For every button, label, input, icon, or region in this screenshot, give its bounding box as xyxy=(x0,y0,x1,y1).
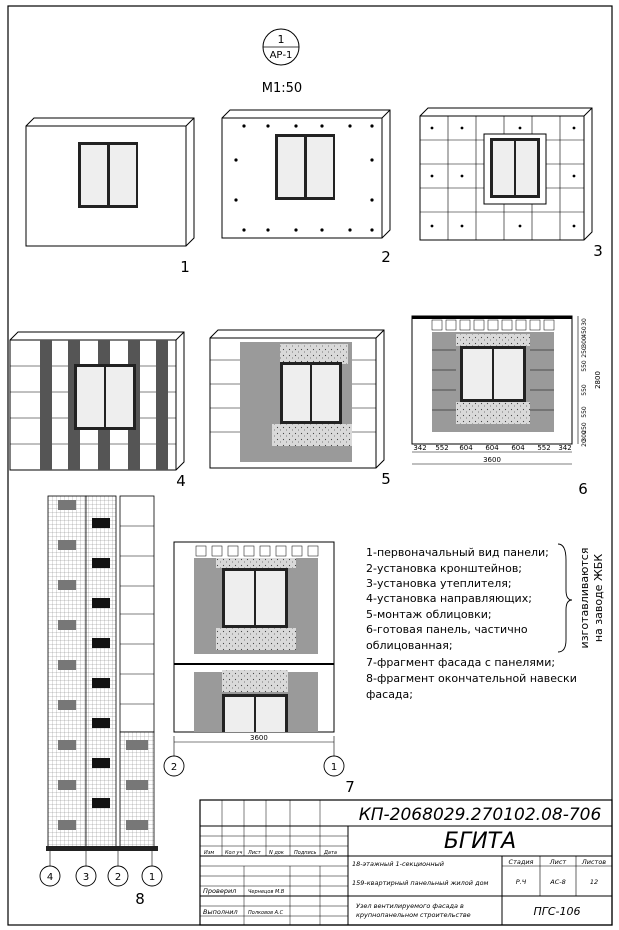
panel-1: 1 xyxy=(25,117,195,276)
stamp-sheets: 12 xyxy=(590,878,598,886)
marker-num: 1 xyxy=(278,33,285,46)
axis7-right: 1 xyxy=(331,762,337,773)
step-4-label: 4 xyxy=(176,472,186,490)
stamp-done-label: Выполнил xyxy=(203,908,238,916)
stamp-sheet-h: Лист xyxy=(549,858,567,866)
dim6-r-0: 30 xyxy=(581,318,588,326)
dim6-b-1: 552 xyxy=(435,444,448,452)
axis8-0: 4 xyxy=(47,872,53,883)
dim6-b-6: 342 xyxy=(558,444,571,452)
stamp-h-2: Лист xyxy=(247,850,262,856)
section-marker: 1 АР-1 М1:50 xyxy=(262,28,302,96)
step-5-label: 5 xyxy=(381,470,391,488)
title-block-text: КП-2068029.270102.08-706 БГИТА Изм Кол у… xyxy=(203,805,606,919)
stamp-title-1: Узел вентилируемого фасада в xyxy=(356,902,464,910)
legend-item-2: 3-установка утеплителя; xyxy=(366,577,512,590)
step-3-label: 3 xyxy=(593,242,603,260)
stamp-project-1: 18-этажный 1-секционный xyxy=(352,860,444,868)
dim6-b-2: 604 xyxy=(459,444,473,452)
dim6-r-7: 250 xyxy=(581,422,588,434)
axis8-2: 2 xyxy=(115,872,121,883)
dim6-b-0: 342 xyxy=(413,444,426,452)
stamp-project-2: 159-квартирный панельный жилой дом xyxy=(352,879,489,887)
step-7-label: 7 xyxy=(345,778,355,796)
legend-item-3: 4-установка направляющих; xyxy=(366,592,532,605)
marker-ref: АР-1 xyxy=(270,50,293,61)
stamp-group: ПГС-106 xyxy=(533,905,580,918)
fragment-7: 3600 2 1 7 xyxy=(163,541,355,796)
legend-item-7: 7-фрагмент фасада с панелями; xyxy=(366,656,555,669)
step-6-label: 6 xyxy=(578,480,588,498)
dim6-b-5: 552 xyxy=(537,444,550,452)
stamp-stage-h: Стадия xyxy=(509,858,534,866)
dim6-r-8: 300 xyxy=(581,430,588,442)
dim6-r-1: 450 xyxy=(581,326,588,338)
legend-item-1: 2-установка кронштейнов; xyxy=(366,562,522,575)
panel-2: 2 xyxy=(221,109,391,266)
stamp-checked-label: Проверил xyxy=(203,887,236,895)
legend-item-0: 1-первоначальный вид панели; xyxy=(366,546,549,559)
title-block xyxy=(199,799,613,926)
legend-vertical-2: на заводе ЖБК xyxy=(592,554,605,642)
stamp-h-1: Кол уч xyxy=(225,850,242,856)
stamp-title-2: крупнопанельном строительстве xyxy=(356,911,471,919)
dim6-height: 2800 xyxy=(594,371,602,389)
stamp-stage: Р.Ч xyxy=(516,878,527,886)
dim6-total: 3600 xyxy=(483,456,501,464)
dim6-r-9: 20 xyxy=(581,439,588,447)
stamp-done-name: Полковов А.С xyxy=(248,910,284,916)
dim6-r-5: 550 xyxy=(581,384,588,396)
dim6-b-3: 604 xyxy=(485,444,499,452)
legend-item-5: 6-готовая панель, частично xyxy=(366,623,528,636)
axis7-left: 2 xyxy=(171,762,177,773)
fragment-8: 4 3 2 1 8 xyxy=(39,495,163,908)
stamp-checked-name: Чернецов М.В xyxy=(248,889,285,895)
dim6-r-4: 550 xyxy=(581,360,588,372)
dim6-r-2: 300 xyxy=(581,336,588,348)
stamp-sheets-h: Листов xyxy=(581,858,606,866)
stamp-h-5: Дата xyxy=(323,850,337,856)
dim7: 3600 xyxy=(250,734,268,742)
marker-scale: М1:50 xyxy=(262,81,302,96)
stamp-h-4: Подпись xyxy=(294,850,317,856)
panel-4: 4 xyxy=(9,331,186,490)
legend-vertical-1: изготавливаются xyxy=(578,548,591,649)
stamp-org: БГИТА xyxy=(444,829,516,854)
legend: 1-первоначальный вид панели; 2-установка… xyxy=(366,543,605,701)
legend-item-4: 5-монтаж облицовки; xyxy=(366,608,492,621)
stamp-h-0: Изм xyxy=(204,850,214,856)
axis8-1: 3 xyxy=(83,872,89,883)
step-1-label: 1 xyxy=(180,258,190,276)
panel-5: 5 xyxy=(209,329,391,488)
step-2-label: 2 xyxy=(381,248,391,266)
legend-item-8: 8-фрагмент окончательной навески xyxy=(366,672,577,685)
panel-3: 3 xyxy=(419,107,603,260)
stamp-h-3: N док xyxy=(269,850,284,856)
legend-item-9: фасада; xyxy=(366,688,413,701)
dim6-r-3: 250 xyxy=(581,346,588,358)
stamp-code: КП-2068029.270102.08-706 xyxy=(359,805,602,825)
axis8-3: 1 xyxy=(149,872,155,883)
dim6-r-6: 550 xyxy=(581,406,588,418)
step-8-label: 8 xyxy=(135,890,145,908)
legend-item-6: облицованная; xyxy=(366,639,453,652)
legend-brace xyxy=(557,543,573,653)
panel-6: 342 552 604 604 604 552 342 3600 30 450 … xyxy=(411,315,602,498)
stamp-sheet: АС-8 xyxy=(549,878,565,886)
dim6-b-4: 604 xyxy=(511,444,525,452)
